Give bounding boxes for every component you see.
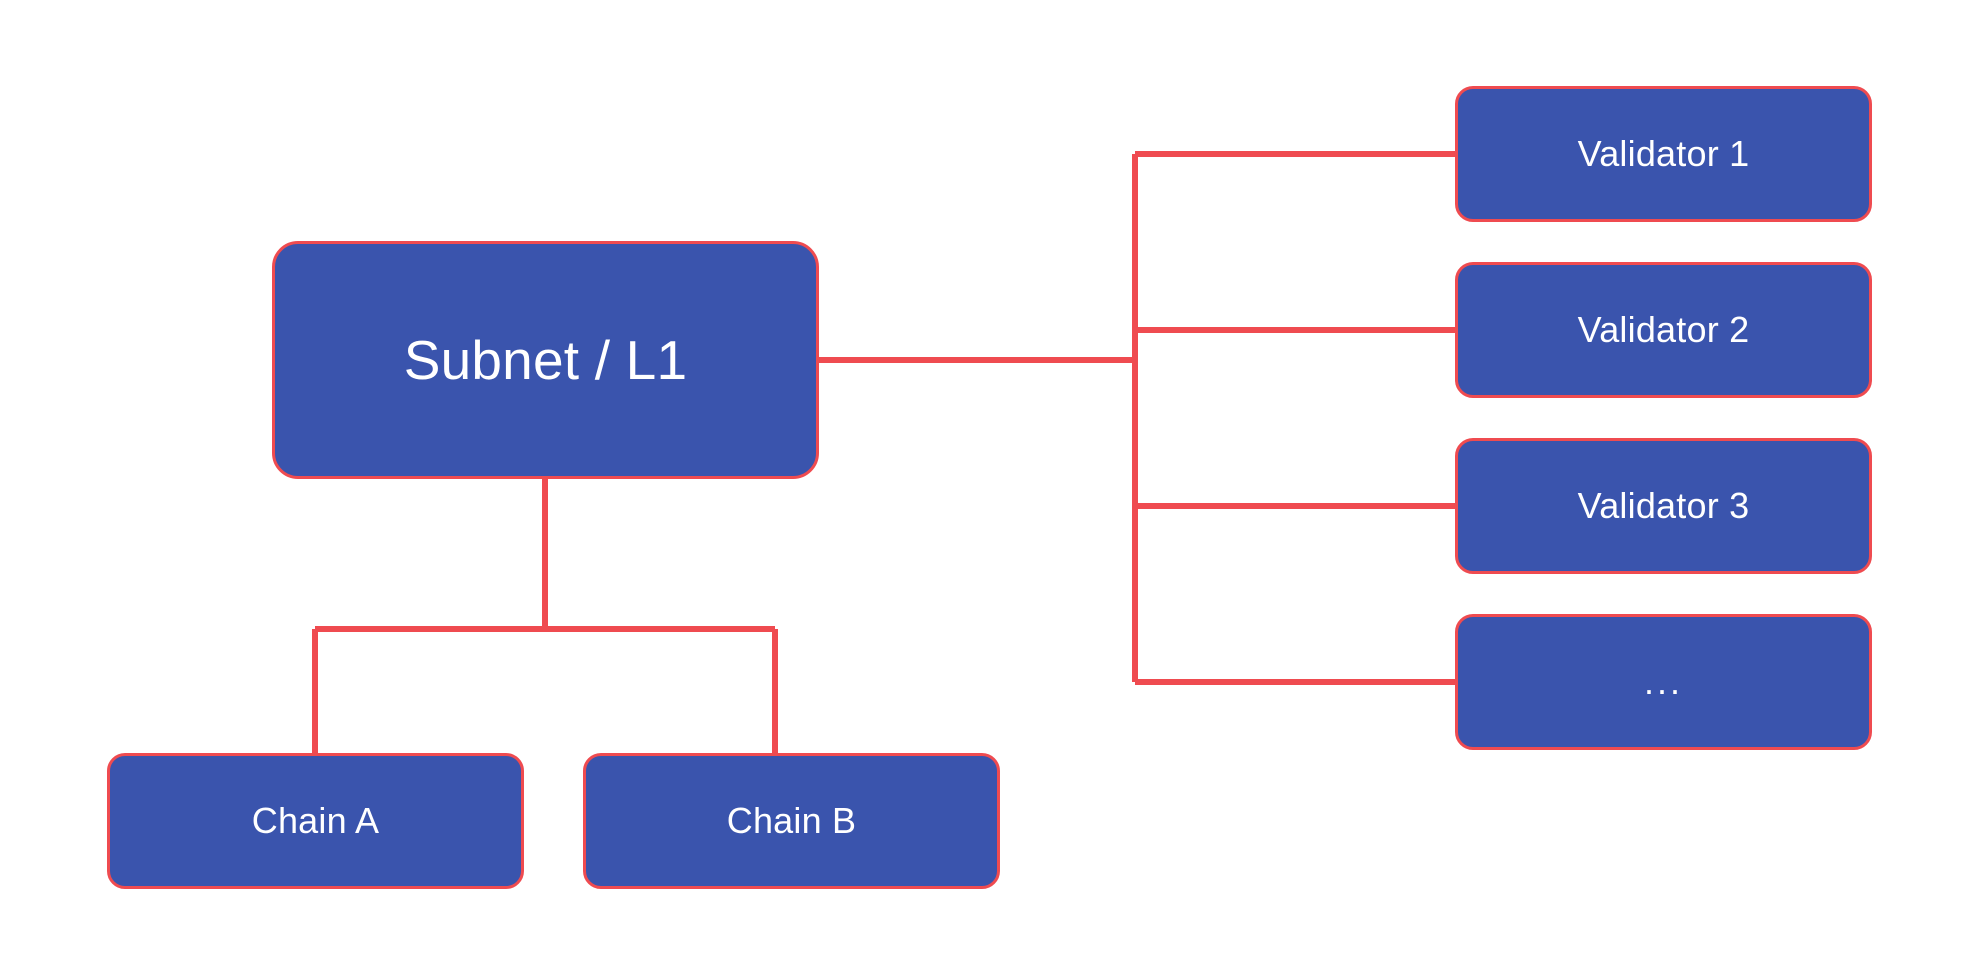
node-chain-b-label: Chain B bbox=[726, 800, 857, 842]
node-validator-1[interactable]: Validator 1 bbox=[1455, 86, 1872, 222]
node-more-validators[interactable]: ... bbox=[1455, 614, 1872, 750]
node-validator-1-label: Validator 1 bbox=[1577, 133, 1750, 175]
node-chain-a[interactable]: Chain A bbox=[107, 753, 524, 889]
node-validator-2[interactable]: Validator 2 bbox=[1455, 262, 1872, 398]
node-validator-2-label: Validator 2 bbox=[1577, 309, 1750, 351]
node-validator-3-label: Validator 3 bbox=[1577, 485, 1750, 527]
node-chain-b[interactable]: Chain B bbox=[583, 753, 1000, 889]
node-validator-3[interactable]: Validator 3 bbox=[1455, 438, 1872, 574]
node-subnet-l1[interactable]: Subnet / L1 bbox=[272, 241, 819, 479]
node-more-validators-label: ... bbox=[1643, 661, 1683, 703]
node-chain-a-label: Chain A bbox=[251, 800, 380, 842]
node-subnet-l1-label: Subnet / L1 bbox=[403, 328, 688, 391]
